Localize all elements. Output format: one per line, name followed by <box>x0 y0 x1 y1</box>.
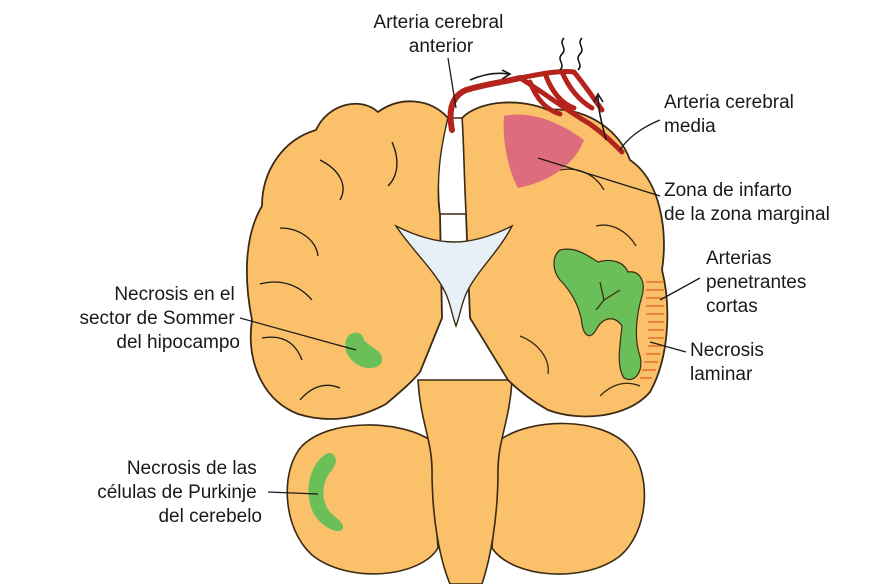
wavy-vessel-2 <box>578 38 582 70</box>
wavy-vessel <box>560 38 564 70</box>
label-middle-artery: Arteria cerebral media <box>664 92 799 137</box>
label-purkinje-necrosis: Necrosis de las células de Purkinje del … <box>97 458 262 527</box>
label-anterior-artery: Arteria cerebral anterior <box>373 12 508 57</box>
left-hemisphere <box>247 101 448 419</box>
label-infarct-zone: Zona de infarto de la zona marginal <box>664 180 830 225</box>
label-penetrating-arteries: Arterias penetrantes cortas <box>706 248 812 317</box>
cerebellum-right <box>492 423 644 574</box>
label-laminar-necrosis: Necrosis laminar <box>690 340 769 385</box>
label-sommer-necrosis: Necrosis en el sector de Sommer del hipo… <box>79 284 240 353</box>
